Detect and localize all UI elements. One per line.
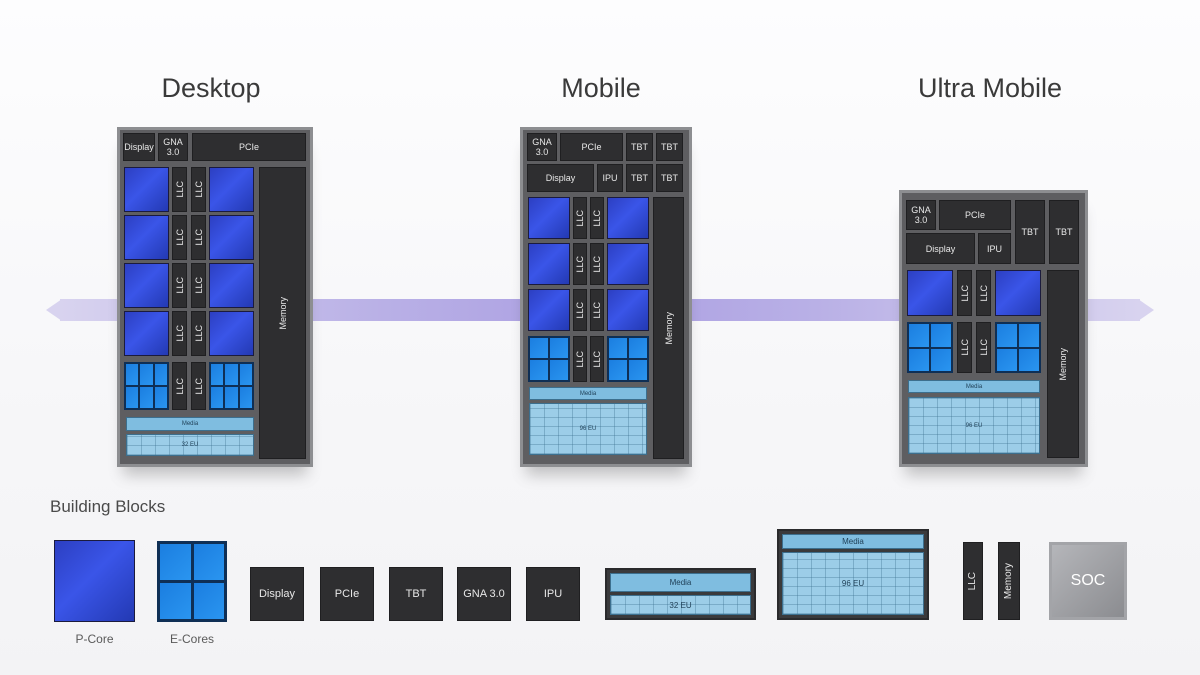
llc-block: LLC xyxy=(957,270,972,316)
soc-legend: SOC xyxy=(1049,542,1127,620)
ipu-block: IPU xyxy=(597,164,623,192)
llc-block: LLC xyxy=(976,322,991,373)
desktop-title: Desktop xyxy=(161,73,261,103)
llc-block: LLC xyxy=(573,336,587,382)
llc-block: LLC xyxy=(172,362,187,410)
memory-block: Memory xyxy=(1047,270,1079,458)
building-blocks-heading: Building Blocks xyxy=(50,497,166,516)
llc-block: LLC xyxy=(172,311,187,356)
mobile-die: GNA 3.0 PCIe TBT TBT Display IPU TBT TBT… xyxy=(520,127,692,467)
llc-legend: LLC xyxy=(963,542,983,620)
e-cores-label: E-Cores xyxy=(169,632,214,646)
graphics-96eu: 96 EU xyxy=(529,403,647,455)
p-core xyxy=(528,243,570,285)
llc-block: LLC xyxy=(590,197,604,239)
tbt-block: TBT xyxy=(1015,200,1045,264)
graphics-96eu: 96 EU xyxy=(908,397,1040,454)
pcie-block: PCIe xyxy=(939,200,1011,230)
llc-block: LLC xyxy=(957,322,972,373)
p-core xyxy=(124,215,169,260)
e-cores xyxy=(607,336,649,382)
tbt-block: TBT xyxy=(626,164,653,192)
display-block: Display xyxy=(906,233,975,264)
p-core xyxy=(209,215,254,260)
tbt-block: TBT xyxy=(656,164,683,192)
llc-block: LLC xyxy=(573,243,587,285)
tbt-block: TBT xyxy=(656,133,683,161)
p-core xyxy=(124,167,169,212)
eu96-legend: 96 EU xyxy=(782,552,924,615)
p-core xyxy=(124,263,169,308)
media-block: Media xyxy=(908,380,1040,393)
p-core xyxy=(607,289,649,331)
media-legend: Media xyxy=(782,534,924,549)
p-core xyxy=(995,270,1041,316)
graphics-32eu: 32 EU xyxy=(126,434,254,456)
tbt-block: TBT xyxy=(626,133,653,161)
graphics-32eu-legend: Media 32 EU xyxy=(605,568,756,620)
llc-block: LLC xyxy=(191,263,206,308)
llc-block: LLC xyxy=(172,167,187,212)
llc-block: LLC xyxy=(191,215,206,260)
llc-block: LLC xyxy=(172,215,187,260)
gna-block: GNA 3.0 xyxy=(158,133,188,161)
gna-legend: GNA 3.0 xyxy=(457,567,511,621)
tbt-block: TBT xyxy=(1049,200,1079,264)
llc-block: LLC xyxy=(573,289,587,331)
graphics-96eu-legend: Media 96 EU xyxy=(777,529,929,620)
mobile-title: Mobile xyxy=(561,73,641,103)
e-cores xyxy=(995,322,1041,373)
p-core xyxy=(607,197,649,239)
e-cores xyxy=(209,362,254,410)
llc-block: LLC xyxy=(976,270,991,316)
memory-block: Memory xyxy=(259,167,306,459)
e-cores xyxy=(528,336,570,382)
p-core xyxy=(907,270,953,316)
tbt-legend: TBT xyxy=(389,567,443,621)
llc-block: LLC xyxy=(172,263,187,308)
p-core xyxy=(209,263,254,308)
p-core-legend xyxy=(54,540,135,622)
ipu-legend: IPU xyxy=(526,567,580,621)
llc-block: LLC xyxy=(191,167,206,212)
e-cores-legend xyxy=(157,541,227,622)
media-block: Media xyxy=(529,387,647,400)
llc-block: LLC xyxy=(590,289,604,331)
arrow-left-icon xyxy=(46,299,62,321)
p-core xyxy=(528,197,570,239)
p-core xyxy=(607,243,649,285)
pcie-block: PCIe xyxy=(560,133,623,161)
e-cores xyxy=(907,322,953,373)
p-core xyxy=(528,289,570,331)
llc-block: LLC xyxy=(590,336,604,382)
p-core-label: P-Core xyxy=(75,632,114,646)
pcie-legend: PCIe xyxy=(320,567,374,621)
p-core xyxy=(209,311,254,356)
memory-block: Memory xyxy=(653,197,684,459)
llc-block: LLC xyxy=(191,311,206,356)
media-legend: Media xyxy=(610,573,751,592)
eu32-legend: 32 EU xyxy=(610,595,751,615)
display-block: Display xyxy=(527,164,594,192)
ultra-mobile-title: Ultra Mobile xyxy=(917,73,1063,103)
ultra-mobile-die: GNA 3.0 PCIe TBT TBT Display IPU LLC LLC… xyxy=(899,190,1088,467)
p-core xyxy=(209,167,254,212)
llc-block: LLC xyxy=(191,362,206,410)
display-legend: Display xyxy=(250,567,304,621)
media-block: Media xyxy=(126,417,254,431)
ipu-block: IPU xyxy=(978,233,1011,264)
p-core xyxy=(124,311,169,356)
llc-block: LLC xyxy=(573,197,587,239)
display-block: Display xyxy=(123,133,155,161)
e-cores xyxy=(124,362,169,410)
llc-block: LLC xyxy=(590,243,604,285)
memory-legend: Memory xyxy=(998,542,1020,620)
desktop-die: Display GNA 3.0 PCIe LLC LLC LLC LLC LLC… xyxy=(117,127,313,467)
gna-block: GNA 3.0 xyxy=(906,200,936,230)
pcie-block: PCIe xyxy=(192,133,306,161)
gna-block: GNA 3.0 xyxy=(527,133,557,161)
arrow-right-icon xyxy=(1138,299,1154,321)
